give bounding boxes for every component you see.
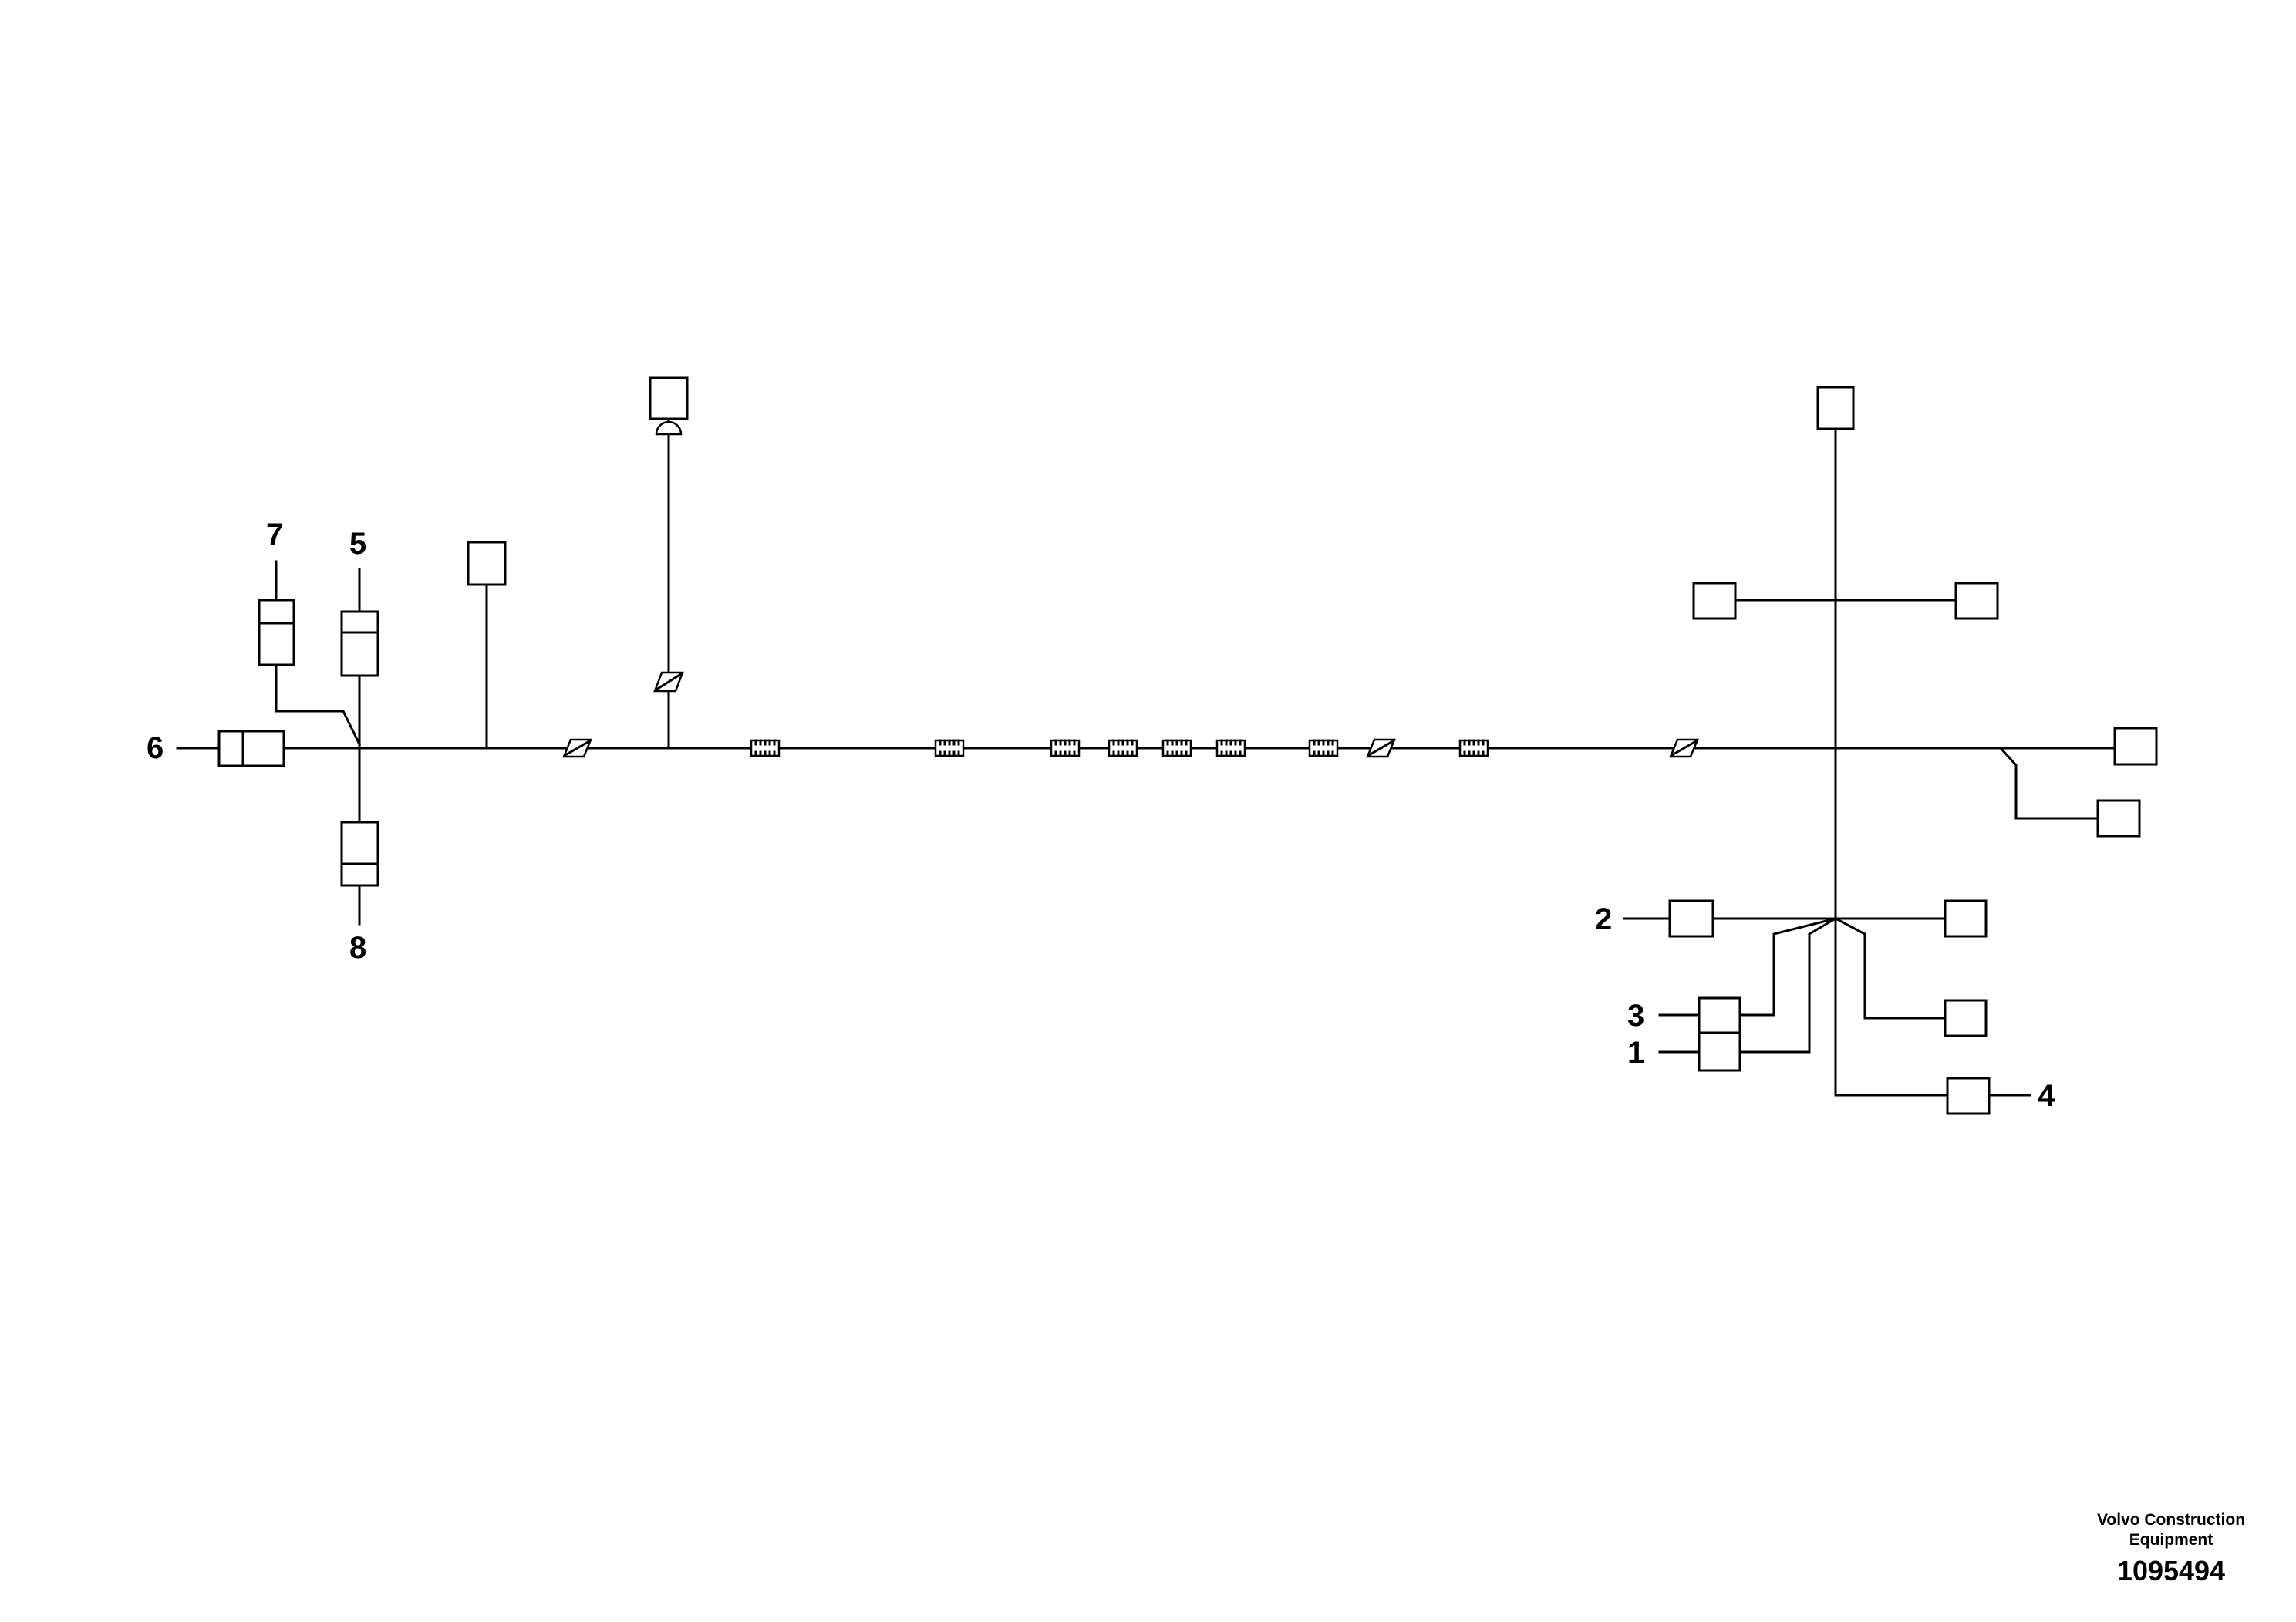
connector — [1944, 899, 1988, 938]
callout-1: 1 — [1627, 1036, 1644, 1070]
grommet-icon — [1215, 739, 1246, 757]
grommet-icon — [934, 739, 965, 757]
clip-icon — [1366, 738, 1396, 758]
right-branch-cluster — [1668, 386, 2158, 1115]
callout-leaders — [1623, 917, 2031, 1097]
connector-8 — [340, 821, 379, 887]
connector — [1692, 582, 1737, 620]
connector — [467, 541, 507, 586]
grommet-icon — [750, 739, 781, 757]
connector-6 — [217, 730, 285, 767]
connector-2 — [1668, 899, 1714, 938]
grommet-icon — [1108, 739, 1138, 757]
clip-icon — [562, 738, 592, 758]
connector — [649, 376, 689, 420]
callout-4: 4 — [2038, 1079, 2055, 1113]
grommet-icon — [1308, 739, 1339, 757]
drawing-number: 1095494 — [2116, 1555, 2226, 1587]
grommet-icon — [1050, 739, 1081, 757]
connector-4 — [1946, 1077, 1991, 1115]
callout-5: 5 — [349, 527, 366, 561]
sensor-dome-icon — [655, 420, 683, 436]
callout-3: 3 — [1627, 999, 1644, 1033]
callout-2: 2 — [1595, 902, 1612, 936]
clip-icon — [1669, 738, 1699, 758]
branch-connector-a — [467, 541, 507, 750]
connector — [1816, 386, 1855, 430]
trunk-clips — [562, 738, 1699, 758]
trunk-grommets — [750, 739, 1489, 757]
publisher-credit: Volvo Construction Equipment 1095494 — [2082, 1510, 2260, 1587]
connector — [2096, 799, 2141, 838]
credit-line-1: Volvo Construction — [2096, 1511, 2246, 1529]
branch-sensor — [649, 376, 689, 750]
callout-8: 8 — [349, 931, 366, 965]
grommet-icon — [1161, 739, 1192, 757]
connector-3 — [1698, 996, 1741, 1034]
callout-6: 6 — [147, 731, 164, 765]
callout-7: 7 — [266, 518, 283, 551]
left-branch-cluster — [176, 560, 379, 926]
credit-line-2: Equipment — [2129, 1531, 2213, 1549]
connector-7 — [258, 599, 295, 666]
connector — [1944, 999, 1988, 1037]
connector-5 — [340, 610, 379, 677]
grommet-icon — [1458, 739, 1489, 757]
connector — [2113, 727, 2158, 766]
connector-1 — [1698, 1031, 1741, 1072]
connector — [1954, 582, 1999, 620]
